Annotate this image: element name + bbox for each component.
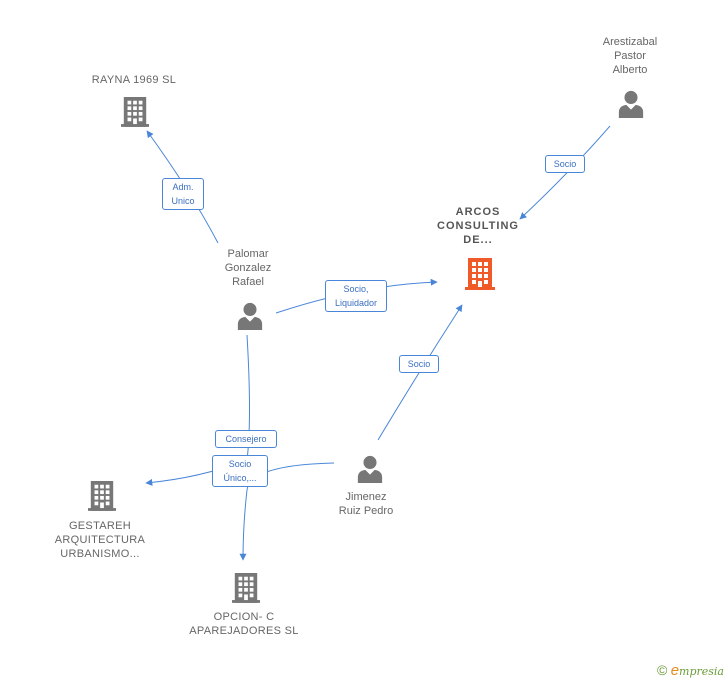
edge-jimenez-opcion	[239, 462, 335, 561]
brand-logo-initial: e	[670, 662, 680, 679]
building-icon[interactable]	[232, 573, 260, 603]
copyright-symbol: ©	[657, 662, 668, 678]
brand-name: mpresia	[679, 665, 724, 678]
building-icon[interactable]	[121, 97, 149, 127]
edge-label-socio-liquidador[interactable]: Socio, Liquidador	[325, 280, 387, 312]
edge-label-socio-jimenez[interactable]: Socio	[399, 355, 439, 373]
node-label-arestizabal[interactable]: Arestizabal Pastor Alberto	[602, 36, 658, 76]
node-label-arcos[interactable]: ARCOS CONSULTING DE...	[437, 206, 519, 246]
node-label-jimenez[interactable]: Jimenez Ruiz Pedro	[338, 491, 394, 517]
building-icon[interactable]	[465, 258, 495, 290]
building-icon[interactable]	[88, 481, 116, 511]
edge-label-socio-unico[interactable]: Socio Único,...	[212, 455, 268, 487]
footer-brand: © empresia	[657, 662, 724, 679]
person-icon[interactable]	[618, 90, 644, 118]
node-label-rayna[interactable]: RAYNA 1969 SL	[91, 74, 177, 86]
edge-label-adm-unico[interactable]: Adm. Unico	[162, 178, 204, 210]
node-label-opcion[interactable]: OPCION- C APAREJADORES SL	[189, 611, 299, 637]
edge-label-consejero[interactable]: Consejero	[215, 430, 277, 448]
edge-label-socio-arestizabal[interactable]: Socio	[545, 155, 585, 173]
node-label-palomar[interactable]: Palomar Gonzalez Rafael	[224, 248, 272, 288]
person-icon[interactable]	[237, 302, 263, 330]
node-label-gestareh[interactable]: GESTAREH ARQUITECTURA URBANISMO...	[54, 520, 146, 560]
person-icon[interactable]	[357, 455, 383, 483]
